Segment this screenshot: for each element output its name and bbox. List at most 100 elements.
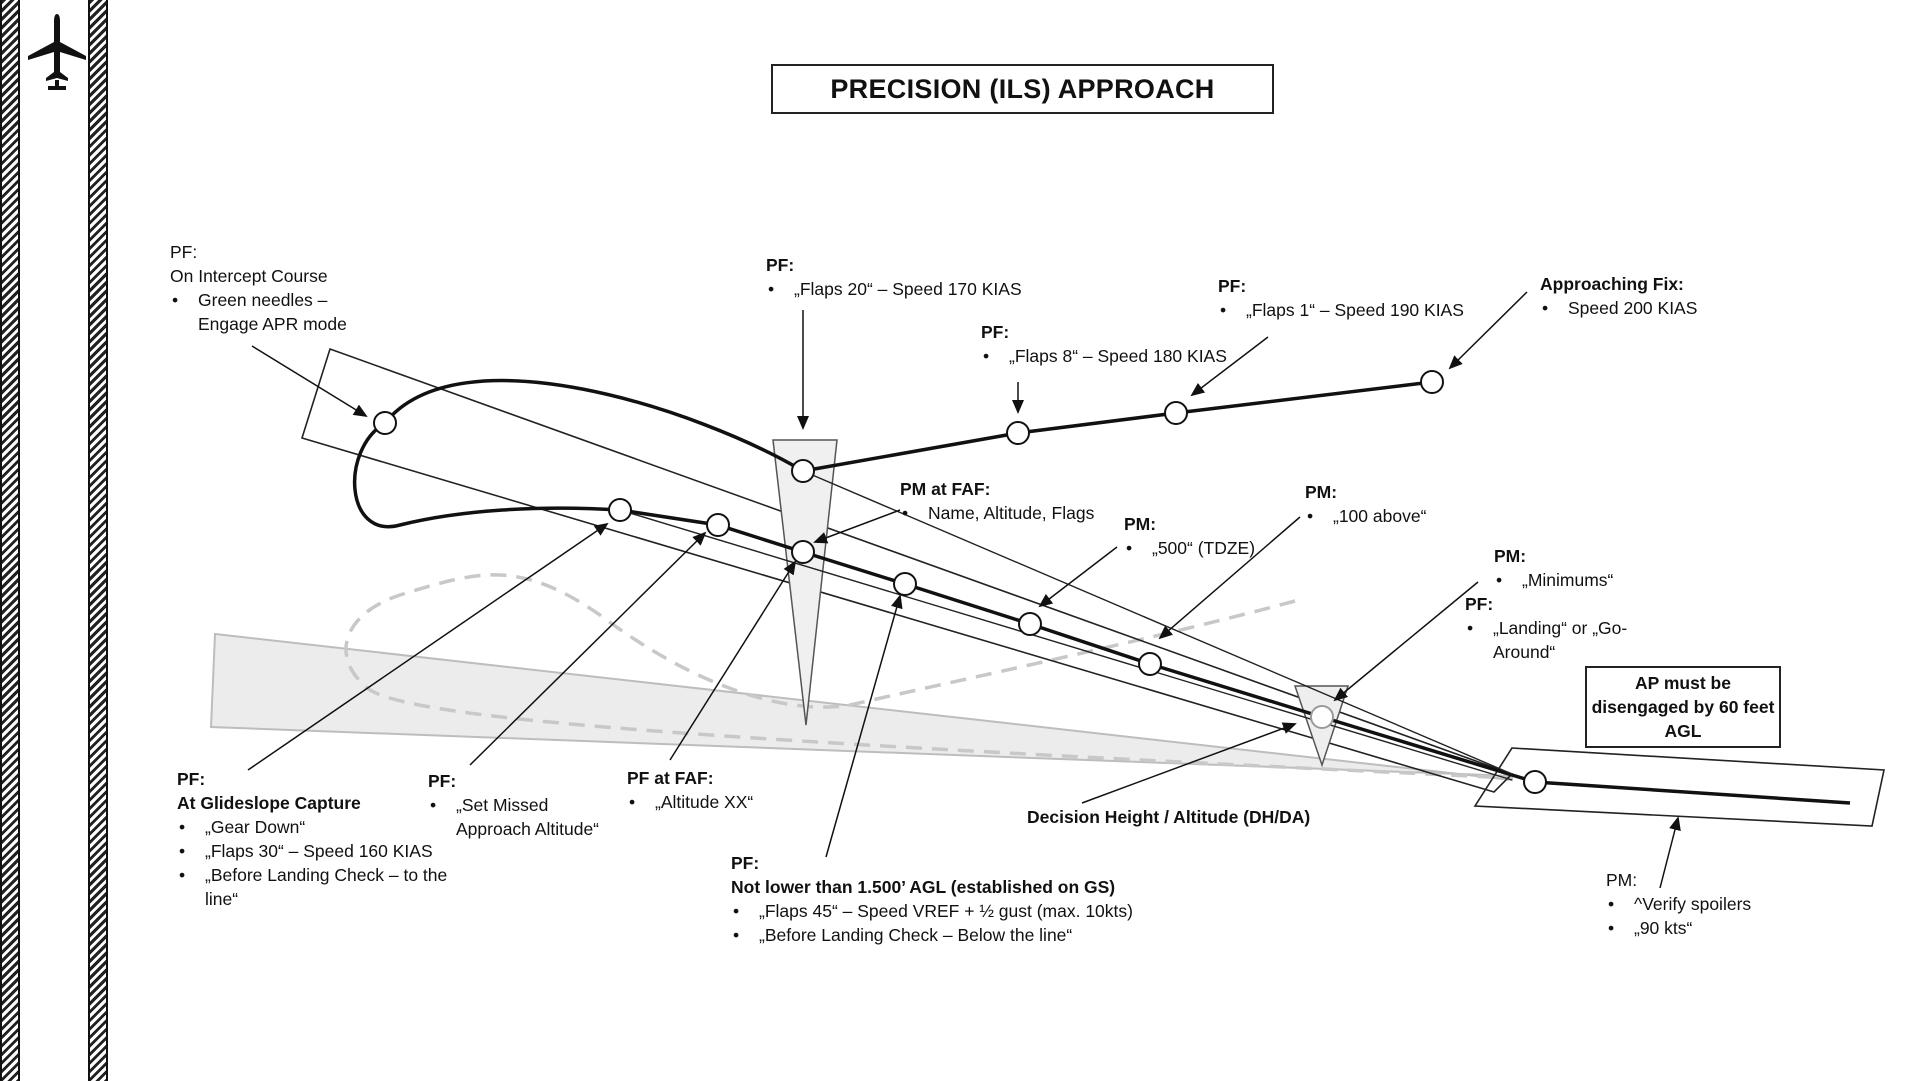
arrow-glideslope-capture [247, 522, 609, 771]
note-pf-faf: PF at FAF: „Altitude XX“ [627, 766, 753, 814]
note-item: „Minimums“ [1494, 568, 1613, 592]
faf-triangle [772, 439, 838, 726]
waypoint-touchdown [1523, 770, 1547, 794]
note-item: „90 kts“ [1606, 916, 1751, 940]
arrow-pm-500 [1038, 546, 1118, 608]
arrow-pm-minimums [1333, 581, 1479, 702]
note-pm-spoilers: PM: ^Verify spoilers „90 kts“ [1606, 868, 1751, 940]
dh-label: Decision Height / Altitude (DH/DA) [1027, 807, 1311, 827]
note-item: „Flaps 45“ – Speed VREF + ½ gust (max. 1… [731, 899, 1133, 923]
note-approaching-fix: Approaching Fix: Speed 200 KIAS [1540, 272, 1697, 320]
note-item: line“ [205, 889, 239, 909]
note-header: PF: [981, 322, 1010, 342]
note-item: „Flaps 30“ – Speed 160 KIAS [177, 839, 447, 863]
note-item: Speed 200 KIAS [1540, 296, 1697, 320]
note-header: PF: [177, 769, 206, 789]
ap-box-line: AP must be [1635, 673, 1731, 693]
note-header: PM: [1494, 546, 1527, 566]
waypoint-intercept [373, 411, 397, 435]
arrow-flaps1 [1190, 336, 1269, 397]
note-item: „500“ (TDZE) [1124, 536, 1255, 560]
note-flaps8: PF: „Flaps 8“ – Speed 180 KIAS [981, 320, 1227, 368]
note-item: „Before Landing Check – Below the line“ [731, 923, 1133, 947]
arrow-pf-faf [669, 560, 797, 761]
note-item: Name, Altitude, Flags [900, 501, 1094, 525]
note-item: Engage APR mode [198, 314, 347, 334]
note-flaps1: PF: „Flaps 1“ – Speed 190 KIAS [1218, 274, 1464, 322]
note-header: PM at FAF: [900, 479, 991, 499]
note-header: PF: [1465, 594, 1494, 614]
note-item: Approach Altitude“ [456, 819, 600, 839]
note-item: ^Verify spoilers [1606, 892, 1751, 916]
arrow-missed-approach [469, 531, 707, 766]
diagram-title: PRECISION (ILS) APPROACH [771, 64, 1274, 114]
arrow-dh [1081, 722, 1297, 804]
note-pm-100: PM: „100 above“ [1305, 480, 1426, 528]
ap-box-line: disengaged by 60 feet [1591, 697, 1775, 717]
note-header: PF at FAF: [627, 768, 714, 788]
ap-disengage-box: AP must be disengaged by 60 feet AGL [1585, 666, 1781, 748]
glideslope-lower [619, 509, 1513, 781]
waypoint-faf [791, 540, 815, 564]
note-subheader: On Intercept Course [170, 266, 328, 286]
note-intercept: PF: On Intercept Course Green needles –E… [170, 240, 347, 336]
arrow-not-lower [825, 594, 903, 858]
note-header: PF: [170, 242, 198, 262]
procedure-turn-upper [383, 378, 804, 473]
arrival-path [802, 380, 1433, 473]
note-item: „Set Missed [428, 793, 599, 817]
note-header: PM: [1606, 870, 1638, 890]
note-item: „Landing“ or „Go- [1465, 616, 1627, 640]
waypoint-500 [1018, 612, 1042, 636]
arrow-pm-faf [813, 509, 901, 544]
ap-box-line: AGL [1664, 721, 1702, 741]
note-not-lower: PF: Not lower than 1.500’ AGL (establish… [731, 851, 1133, 947]
note-item: Around“ [1493, 642, 1556, 662]
note-header: PF: [428, 771, 457, 791]
note-pm-500: PM: „500“ (TDZE) [1124, 512, 1255, 560]
note-item: „Flaps 1“ – Speed 190 KIAS [1218, 298, 1464, 322]
arrow-approaching-fix [1448, 291, 1528, 370]
waypoint-flaps20 [791, 459, 815, 483]
intercept-corridor [300, 347, 1514, 793]
note-pm-minimums: PM: „Minimums“ [1494, 544, 1613, 592]
note-header: PF: [731, 853, 760, 873]
note-item: „Altitude XX“ [627, 790, 753, 814]
note-header: PF: [766, 255, 795, 275]
note-item: „Flaps 20“ – Speed 170 KIAS [766, 277, 1022, 301]
note-glideslope-capture: PF: At Glideslope Capture „Gear Down“ „F… [177, 767, 447, 911]
waypoint-flaps8 [1006, 421, 1030, 445]
arrow-pm-spoilers [1659, 816, 1681, 889]
waypoint-1500 [893, 572, 917, 596]
dashed-alternative-path [344, 573, 1513, 780]
note-subheader: Not lower than 1.500’ AGL (established o… [731, 877, 1116, 897]
waypoint-flaps1 [1164, 401, 1188, 425]
waypoint-missed-approach [706, 513, 730, 537]
note-item: „Before Landing Check – to the [177, 863, 447, 887]
note-header: PM: [1305, 482, 1338, 502]
waypoint-dh [1310, 705, 1334, 729]
note-header: Approaching Fix: [1540, 274, 1684, 294]
left-hatch-border [0, 0, 20, 1081]
arrow-pm-100 [1158, 516, 1301, 640]
waypoint-approaching-fix [1420, 370, 1444, 394]
note-flaps20: PF: „Flaps 20“ – Speed 170 KIAS [766, 253, 1022, 301]
right-hatch-border [88, 0, 108, 1081]
arrow-intercept [251, 345, 368, 418]
note-item: „Flaps 8“ – Speed 180 KIAS [981, 344, 1227, 368]
runway-box [1473, 747, 1885, 827]
note-subheader: At Glideslope Capture [177, 793, 361, 813]
note-header: PM: [1124, 514, 1157, 534]
note-header: PF: [1218, 276, 1247, 296]
airplane-icon [28, 14, 86, 90]
waypoint-100-above [1138, 652, 1162, 676]
note-pf-landing: PF: „Landing“ or „Go-Around“ [1465, 592, 1627, 664]
note-item: Green needles – [170, 288, 347, 312]
note-item: „Gear Down“ [177, 815, 447, 839]
waypoint-glideslope-capture [608, 498, 632, 522]
note-pm-faf: PM at FAF: Name, Altitude, Flags [900, 477, 1094, 525]
note-item: „100 above“ [1305, 504, 1426, 528]
